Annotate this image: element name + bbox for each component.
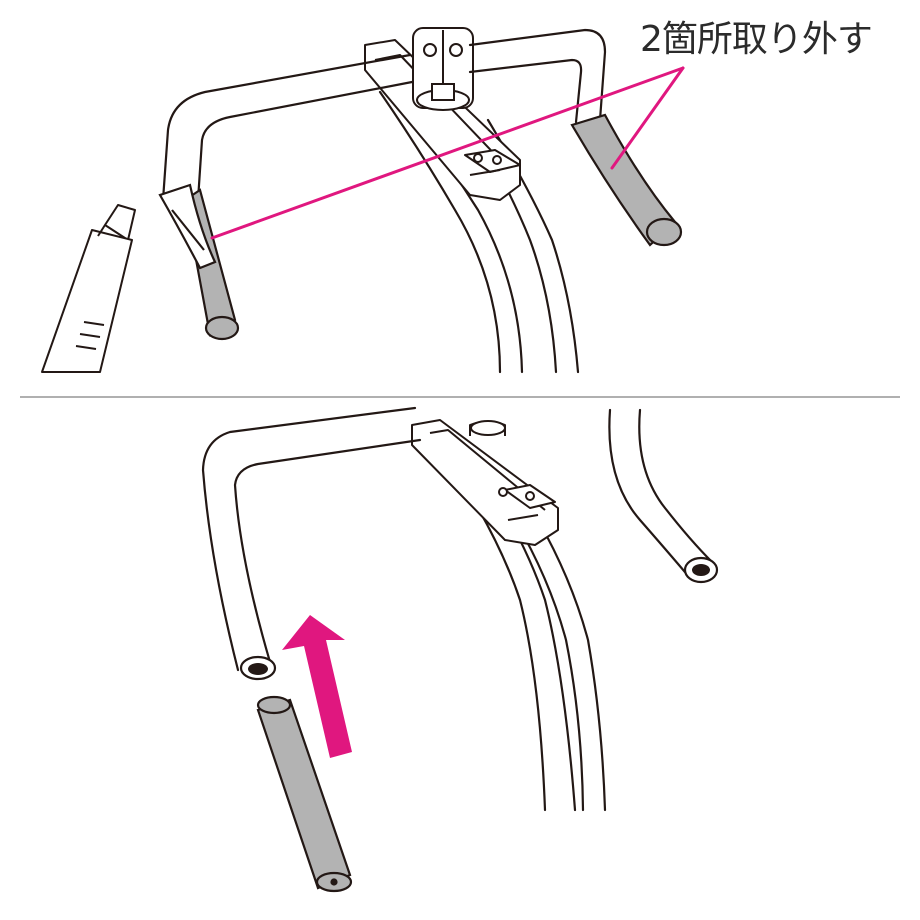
left-bar-open-end: [239, 655, 277, 681]
utility-knife-icon: [41, 204, 136, 373]
left-grip-top: [158, 183, 240, 341]
right-grip-top: [570, 113, 683, 247]
callout-leader-lines: [210, 66, 685, 240]
top-panel: [41, 27, 685, 374]
clamp-block: [412, 27, 474, 111]
right-bar-open-end: [683, 556, 719, 584]
up-arrow-icon: [282, 615, 352, 758]
handlebar-top: [161, 28, 607, 202]
rail-bracket-bottom: [411, 419, 559, 546]
bottom-panel: [201, 406, 719, 893]
callout-label: 2箇所取り外す: [640, 19, 873, 60]
right-bar-bottom: [608, 408, 714, 580]
removed-grip: [256, 695, 353, 893]
left-bar-bottom: [201, 406, 422, 672]
